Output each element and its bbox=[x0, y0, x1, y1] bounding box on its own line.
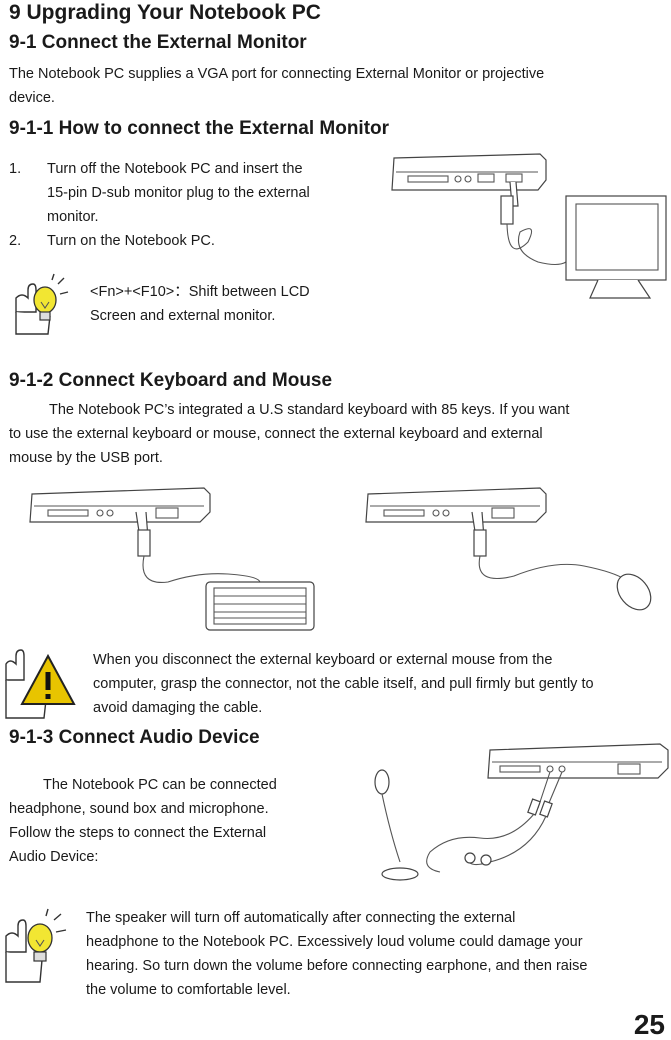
keyboard-mouse-illustration bbox=[29, 487, 652, 631]
steps-list: 1. Turn off the Notebook PC and insert th… bbox=[9, 157, 310, 253]
section-heading-9-1-2: 9-1-2 Connect Keyboard and Mouse bbox=[9, 370, 333, 391]
step-text: 15-pin D-sub monitor plug to the externa… bbox=[47, 185, 310, 201]
page-number: 25 bbox=[633, 1009, 665, 1040]
tip-text: the volume to comfortable level. bbox=[86, 982, 291, 998]
tip-box-speaker: The speaker will turn off automatically … bbox=[86, 906, 587, 1002]
step-text: Turn off the Notebook PC and insert the bbox=[47, 161, 303, 177]
tip-text: Screen and external monitor. bbox=[90, 308, 276, 324]
step-number: 2. bbox=[9, 233, 22, 249]
warning-hand-icon bbox=[5, 649, 76, 719]
text-line: The Notebook PC can be connected bbox=[43, 777, 277, 793]
section-9-1-2-body: The Notebook PC’s integrated a U.S stand… bbox=[9, 398, 569, 470]
notebook-left bbox=[29, 487, 315, 631]
warning-text: computer, grasp the connector, not the c… bbox=[93, 676, 594, 692]
text-line: headphone, sound box and microphone. bbox=[9, 801, 269, 817]
section-9-1-intro: The Notebook PC supplies a VGA port for … bbox=[9, 62, 544, 110]
warning-text: avoid damaging the cable. bbox=[93, 700, 263, 716]
text-line: Follow the steps to connect the External bbox=[9, 825, 267, 841]
text-line: mouse by the USB port. bbox=[9, 450, 163, 466]
text-line: device. bbox=[9, 90, 55, 106]
text-line: The Notebook PC supplies a VGA port for … bbox=[9, 66, 545, 82]
external-monitor-illustration bbox=[391, 153, 667, 299]
tip-text: The speaker will turn off automatically … bbox=[86, 910, 516, 926]
tip-text: <Fn>+<F10>：Shift between LCD bbox=[90, 284, 310, 300]
text-line: Audio Device: bbox=[9, 849, 99, 865]
section-heading-9-1: 9-1 Connect the External Monitor bbox=[9, 32, 307, 53]
step-text: monitor. bbox=[47, 209, 99, 225]
lightbulb-hand-icon bbox=[5, 908, 67, 983]
step-item: 1. Turn off the Notebook PC and insert th… bbox=[9, 157, 310, 181]
lightbulb-hand-icon bbox=[15, 273, 69, 335]
tip-box-lcd: <Fn>+<F10>：Shift between LCD Screen and … bbox=[90, 280, 310, 328]
text-line: The Notebook PC’s integrated a U.S stand… bbox=[49, 402, 570, 418]
section-9-1-3-body: The Notebook PC can be connected headpho… bbox=[9, 773, 277, 869]
section-heading-9-1-3: 9-1-3 Connect Audio Device bbox=[9, 727, 260, 748]
page-title: 9 Upgrading Your Notebook PC bbox=[9, 1, 321, 24]
audio-device-illustration bbox=[374, 743, 669, 881]
step-text: Turn on the Notebook PC. bbox=[47, 233, 215, 249]
warning-box: When you disconnect the external keyboar… bbox=[93, 648, 594, 720]
section-heading-9-1-1: 9-1-1 How to connect the External Monito… bbox=[9, 118, 390, 139]
text-line: to use the external keyboard or mouse, c… bbox=[9, 426, 543, 442]
tip-text: hearing. So turn down the volume before … bbox=[86, 958, 588, 974]
step-item: 2. Turn on the Notebook PC. bbox=[9, 229, 310, 253]
warning-text: When you disconnect the external keyboar… bbox=[93, 652, 553, 668]
notebook-right bbox=[365, 487, 652, 611]
tip-text: headphone to the Notebook PC. Excessivel… bbox=[86, 934, 583, 950]
step-number: 1. bbox=[9, 161, 22, 177]
